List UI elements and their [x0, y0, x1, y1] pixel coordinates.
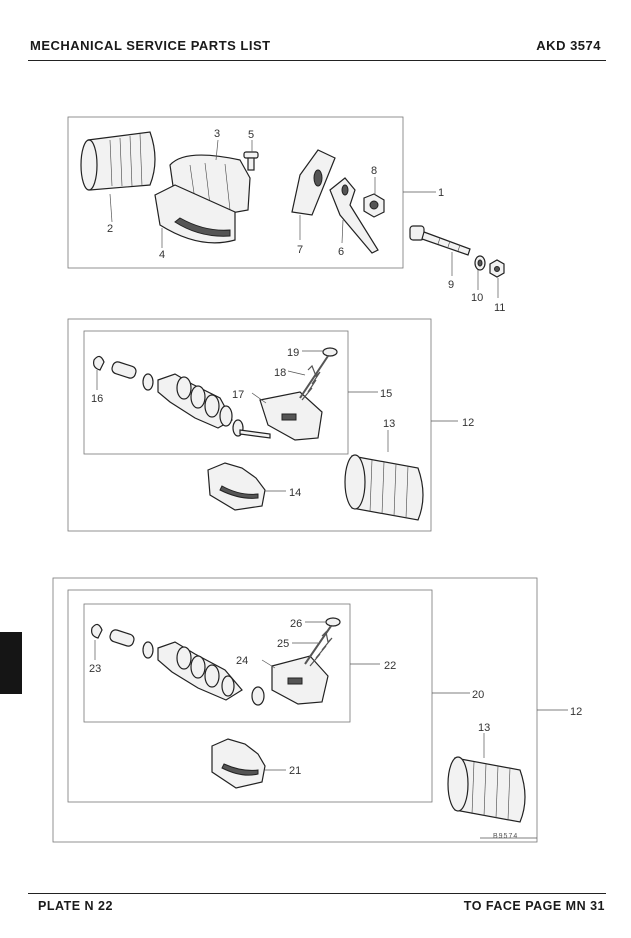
part-24-contact-block	[271, 655, 329, 705]
callout-8: 8	[371, 165, 377, 177]
part-2-sleeve	[80, 131, 156, 191]
group-12-frame	[67, 318, 432, 532]
callout-5: 5	[248, 129, 254, 141]
callout-14: 14	[289, 487, 301, 499]
group-15-frame	[83, 330, 349, 455]
callout-10: 10	[471, 292, 483, 304]
part-6-bracket	[329, 177, 379, 254]
part-18-spring	[301, 364, 321, 401]
page-title: MECHANICAL SERVICE PARTS LIST	[30, 38, 271, 53]
callout-17: 17	[232, 389, 244, 401]
callout-19: 19	[287, 347, 299, 359]
part-16-clip	[93, 355, 105, 371]
callout-3: 3	[214, 128, 220, 140]
callout-1: 1	[438, 187, 444, 199]
callout-11: 11	[494, 302, 505, 314]
callout-9: 9	[448, 279, 454, 291]
part-15-spindle	[111, 361, 271, 439]
callout-12-alt: 12	[570, 706, 582, 718]
part-13-barrel-alt	[447, 756, 526, 823]
footer-rule	[28, 893, 606, 894]
callout-13-alt: 13	[478, 722, 490, 734]
callout-2: 2	[107, 223, 113, 235]
callout-15: 15	[380, 388, 392, 400]
header-rule	[28, 60, 606, 61]
document-reference: AKD 3574	[536, 38, 601, 53]
drawing-number: B9574	[493, 833, 518, 840]
plate-number: PLATE N 22	[38, 899, 113, 913]
facing-page-reference: TO FACE PAGE MN 31	[463, 899, 605, 913]
callout-6: 6	[338, 246, 344, 258]
callout-25: 25	[277, 638, 289, 650]
group-12-alternate-assembly	[52, 577, 568, 843]
callout-12: 12	[462, 417, 474, 429]
callout-16: 16	[91, 393, 103, 405]
part-13-barrel	[344, 454, 424, 521]
group-1-ignition-parts	[67, 116, 505, 298]
callout-4: 4	[159, 249, 165, 261]
part-11-nut	[489, 259, 505, 278]
part-21-cap	[211, 738, 266, 789]
group-22-frame	[83, 603, 351, 723]
part-5-screw	[243, 151, 259, 171]
part-19-pin	[299, 347, 338, 399]
callout-18: 18	[274, 367, 286, 379]
part-8-nut	[363, 193, 385, 218]
part-26-pin	[304, 617, 341, 665]
callout-21: 21	[289, 765, 301, 777]
part-4-clamp-lower	[154, 184, 236, 244]
group-1-frame	[67, 116, 404, 269]
section-tab-marker	[0, 632, 22, 694]
part-10-washer	[474, 255, 486, 271]
callout-23: 23	[89, 663, 101, 675]
group-12-distributor-assembly	[67, 318, 458, 532]
callout-20: 20	[472, 689, 484, 701]
callout-26: 26	[290, 618, 302, 630]
part-9-bolt	[409, 225, 471, 256]
callout-13: 13	[383, 418, 395, 430]
callout-22: 22	[384, 660, 396, 672]
callout-24: 24	[236, 655, 248, 667]
part-23-clip	[91, 623, 103, 639]
part-25-spring	[309, 630, 333, 667]
part-22-spindle	[109, 629, 265, 706]
part-7-plate	[291, 149, 336, 216]
part-14-cap	[207, 462, 266, 511]
callout-7: 7	[297, 244, 303, 256]
group-20-frame	[67, 589, 433, 803]
part-17-contact-block	[259, 391, 323, 441]
